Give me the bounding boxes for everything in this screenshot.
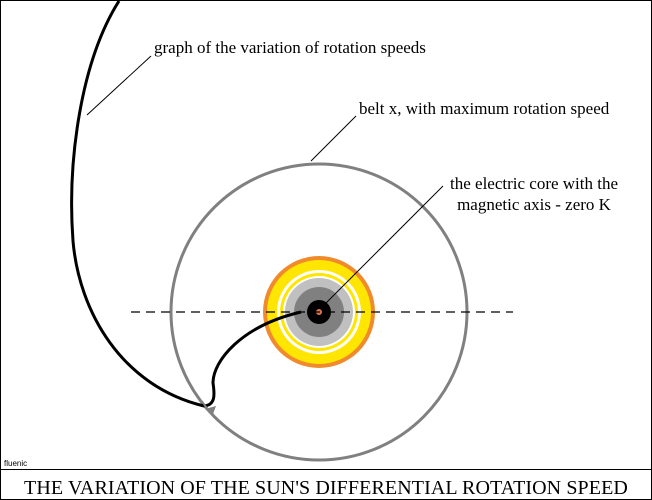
diagram-title: THE VARIATION OF THE SUN'S DIFFERENTIAL … (24, 477, 628, 499)
core-label-line-2: magnetic axis - zero K (457, 195, 611, 214)
graph-leader-line (86, 55, 152, 116)
belt-x-label: belt x, with maximum rotation speed (359, 99, 610, 118)
belt-leader-line (310, 115, 357, 162)
curve-arrowhead (205, 406, 216, 414)
core-leader-line (322, 185, 444, 307)
title-bar: THE VARIATION OF THE SUN'S DIFFERENTIAL … (1, 469, 651, 499)
rotation-speed-graph-curve (70, 1, 302, 408)
sun-rotation-diagram (70, 1, 513, 462)
electric-core-label: the electric core with the magnetic axis… (450, 173, 618, 215)
graph-label: graph of the variation of rotation speed… (154, 38, 426, 57)
core-label-line-1: the electric core with the (450, 174, 619, 193)
author-signature: fluenic (4, 459, 28, 468)
